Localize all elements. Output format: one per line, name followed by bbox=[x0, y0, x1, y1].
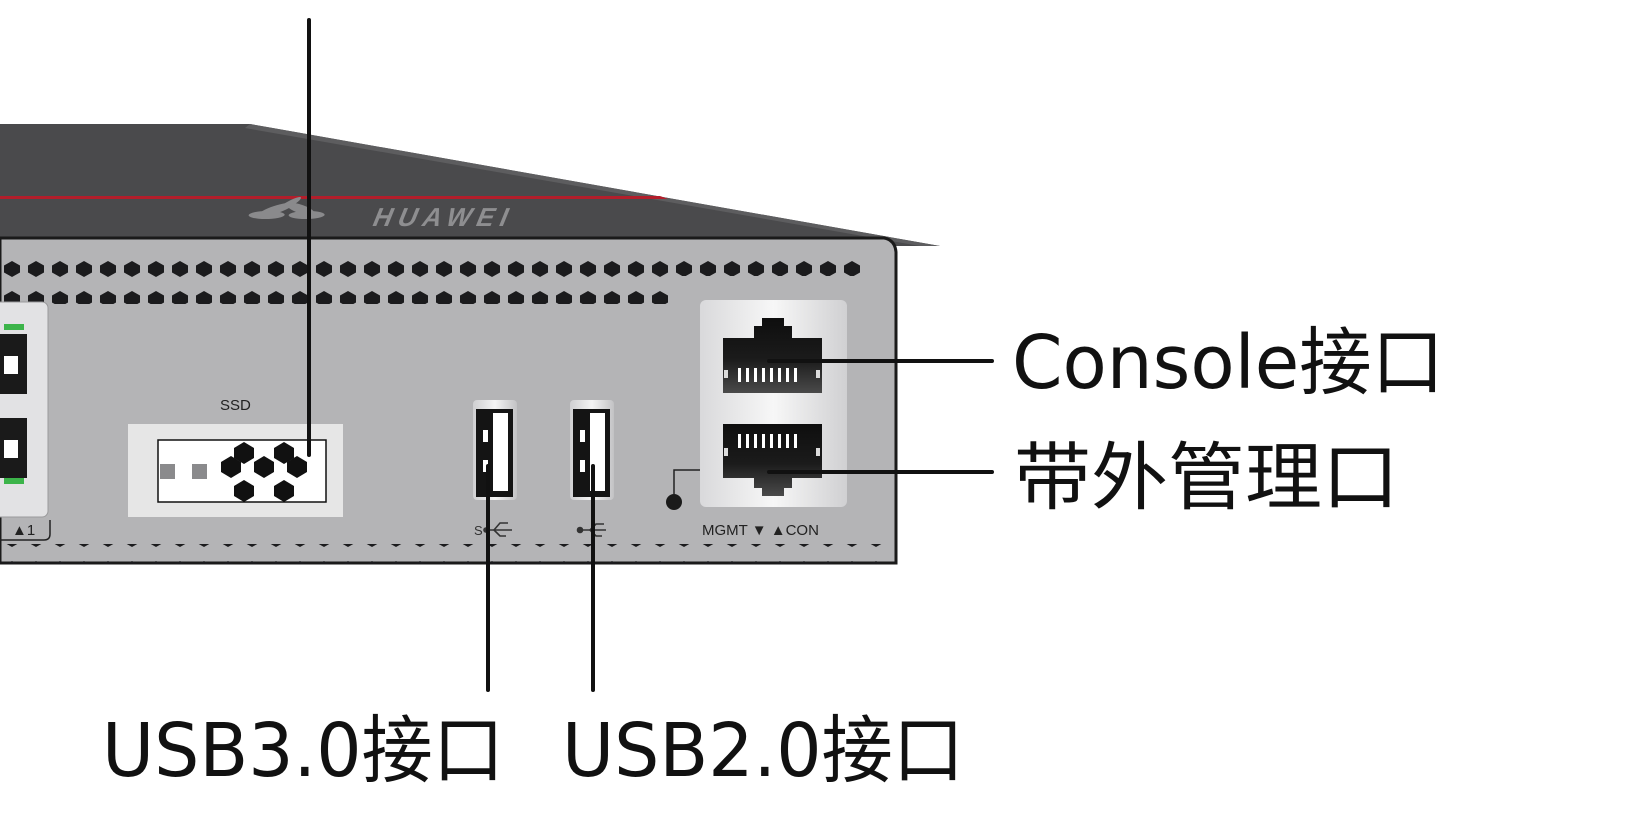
svg-text:S: S bbox=[474, 523, 483, 538]
console-port-pins bbox=[724, 368, 820, 382]
usb20-callout: USB2.0接口 bbox=[562, 708, 964, 794]
vent-row-lower bbox=[0, 544, 886, 564]
console-port[interactable] bbox=[723, 318, 822, 393]
chassis-top bbox=[0, 124, 940, 246]
usb30-callout: USB3.0接口 bbox=[102, 708, 504, 794]
status-led-upper bbox=[4, 324, 24, 330]
huawei-wordmark: HUAWEI bbox=[368, 203, 520, 232]
leader-lines bbox=[307, 18, 994, 692]
usb20-port[interactable] bbox=[570, 400, 614, 500]
ssd-hex-grille bbox=[221, 442, 307, 502]
red-accent-stripe bbox=[0, 196, 668, 199]
port-pair-bracket bbox=[0, 520, 51, 541]
huawei-petal-icon bbox=[248, 197, 325, 219]
console-callout: Console接口 bbox=[1012, 320, 1444, 406]
rj45-port-block bbox=[700, 300, 847, 507]
oob-mgmt-callout: 带外管理口 bbox=[1014, 435, 1399, 521]
ssd-label: SSD bbox=[220, 397, 251, 414]
chassis-top-highlight bbox=[245, 124, 940, 246]
mgmt-port[interactable] bbox=[723, 424, 822, 496]
mgmt-con-label: MGMT ▼ ▲CON bbox=[702, 522, 819, 539]
mgmt-indicator-dot bbox=[666, 494, 682, 510]
status-led-lower bbox=[4, 478, 24, 484]
usb30-port[interactable] bbox=[473, 400, 517, 500]
huawei-logo: HUAWEI bbox=[248, 197, 520, 232]
port-pair-marker: ▲1 bbox=[12, 522, 35, 539]
sfp-cage bbox=[0, 301, 49, 518]
mgmt-indicator bbox=[666, 469, 700, 510]
mgmt-port-pins bbox=[724, 434, 820, 456]
